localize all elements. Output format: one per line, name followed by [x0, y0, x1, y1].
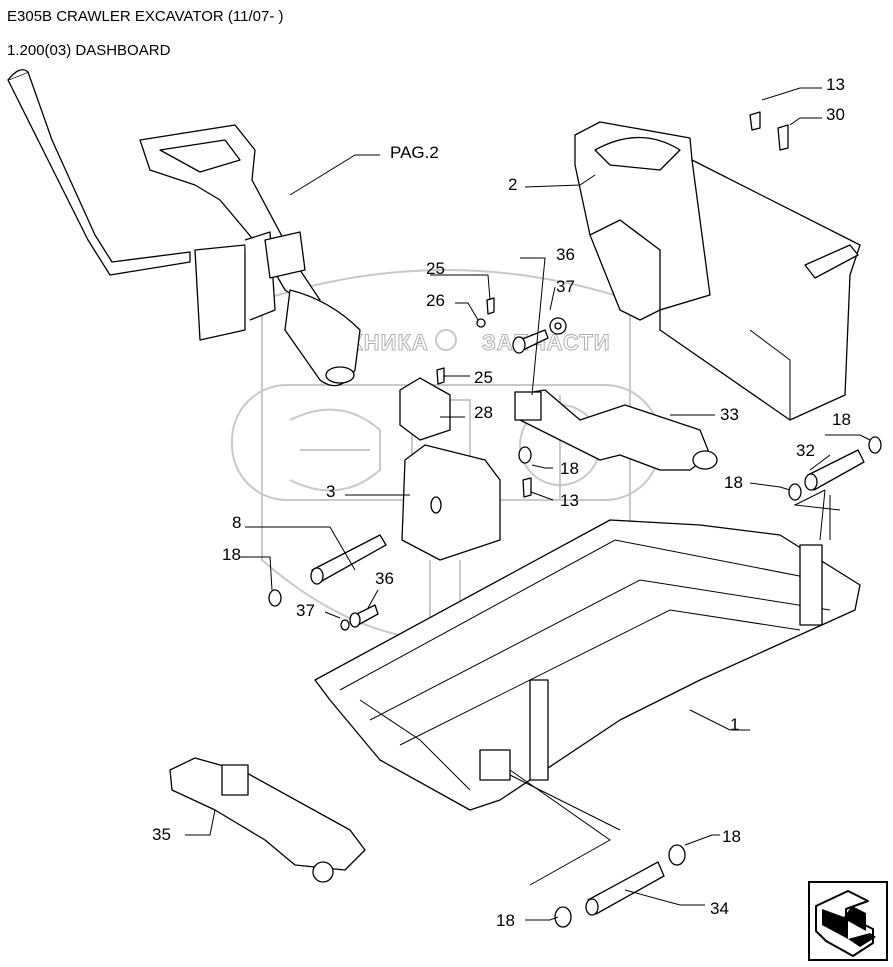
leader-lines [185, 87, 871, 921]
callout-18-right: 18 [724, 473, 743, 492]
callout-18-mid: 18 [560, 459, 579, 478]
screw-13-top [749, 111, 761, 131]
next-page-arrow-icon [808, 881, 888, 961]
callout-18-left: 18 [222, 545, 241, 564]
callout-28: 28 [474, 403, 493, 422]
next-page-button[interactable] [808, 881, 888, 961]
callout-34: 34 [710, 899, 729, 918]
pin-part-34 [585, 861, 665, 916]
console-column-reference [7, 69, 361, 387]
ring-18-b [518, 446, 532, 464]
callout-18-bottom-left: 18 [496, 911, 515, 930]
diagram-title: E305B CRAWLER EXCAVATOR (11/07- ) [7, 8, 284, 25]
callout-1: 1 [730, 715, 739, 734]
washer-37-upper-hole [554, 322, 562, 330]
ring-18-e [668, 844, 686, 866]
callout-37-upper: 37 [556, 277, 575, 296]
callout-8: 8 [232, 513, 241, 532]
screw-25-lower [436, 367, 445, 385]
ring-18-a [268, 589, 282, 607]
ring-18-d [868, 436, 882, 454]
ring-18-c [788, 483, 802, 501]
callout-32: 32 [796, 441, 815, 460]
diagram-subtitle: 1.200(03) DASHBOARD [7, 42, 171, 59]
callout-pag-2: PAG.2 [390, 143, 439, 162]
upper-console-housing-part-2 [574, 121, 861, 421]
washer-37-lower [340, 619, 350, 631]
bolt-36-lower [349, 604, 379, 628]
callout-33: 33 [720, 405, 739, 424]
callout-18-bottom-right: 18 [722, 827, 741, 846]
callout-13-mid: 13 [560, 491, 579, 510]
callout-36-lower: 36 [375, 569, 394, 588]
callout-25-lower: 25 [474, 368, 493, 387]
bolt-36-upper [512, 329, 549, 354]
plate-part-3 [401, 444, 501, 561]
screw-13-mid [522, 477, 532, 498]
plate-part-35 [169, 757, 366, 883]
callout-36-upper: 36 [556, 245, 575, 264]
pin-part-32 [804, 449, 865, 491]
callout-26: 26 [426, 291, 445, 310]
callout-3: 3 [326, 482, 335, 501]
floor-plate-part-1 [314, 519, 861, 811]
callout-18-right-top: 18 [832, 410, 851, 429]
callout-35: 35 [152, 825, 171, 844]
nut-26 [476, 318, 486, 328]
bracket-part-28 [399, 377, 451, 441]
bracket-part-33 [514, 389, 718, 471]
pin-part-8 [310, 534, 387, 585]
screw-30 [777, 124, 789, 151]
screw-25-upper [486, 297, 495, 315]
callout-25-upper: 25 [426, 259, 445, 278]
callout-13-top: 13 [826, 75, 845, 94]
ring-18-f [554, 906, 572, 928]
callout-2: 2 [508, 175, 517, 194]
callout-37-lower: 37 [296, 601, 315, 620]
callout-30: 30 [826, 105, 845, 124]
